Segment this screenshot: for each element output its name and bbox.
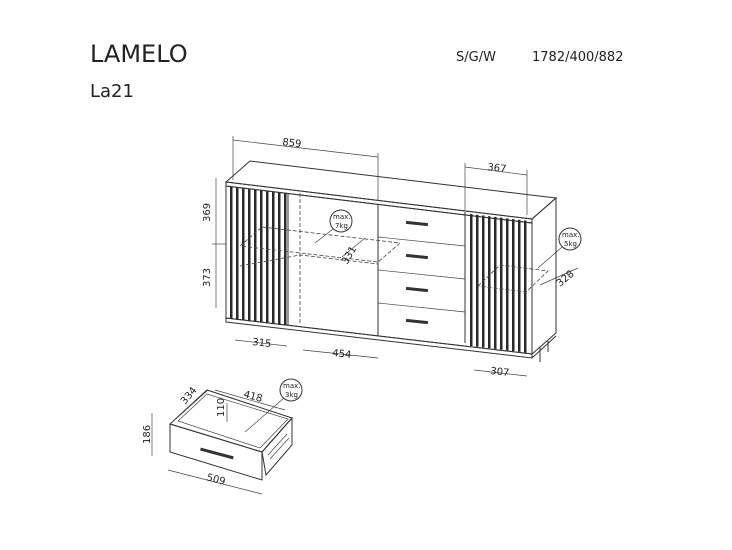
door-slat — [266, 191, 269, 324]
dim-315: 315 — [252, 337, 272, 350]
door-slat — [260, 190, 263, 323]
drawer-drawing: max. 3kg — [151, 378, 303, 495]
door-slat — [500, 217, 503, 350]
door-slat — [272, 192, 275, 325]
door-slat — [248, 189, 251, 322]
door-slat — [488, 216, 491, 349]
cabinet-drawing: max. 7kg max. 5kg — [224, 160, 582, 362]
product-title: LAMELO — [90, 40, 188, 68]
dim-454: 454 — [332, 348, 352, 361]
dim-373: 373 — [202, 268, 213, 287]
dim-110: 110 — [216, 398, 227, 417]
dim-367: 367 — [487, 162, 507, 175]
dim-331: 331 — [340, 244, 359, 266]
door-slat — [506, 218, 509, 351]
load-badge-right-shelf — [558, 227, 582, 251]
door-slat — [476, 214, 479, 347]
door-slat — [254, 189, 257, 322]
dim-369: 369 — [202, 203, 213, 222]
svg-text:7kg: 7kg — [335, 222, 348, 230]
load-badge-drawer — [279, 378, 303, 402]
overall-dimensions: 1782/400/882 — [532, 50, 623, 65]
door-slat — [512, 219, 515, 352]
dim-186: 186 — [142, 425, 153, 444]
door-slat — [518, 219, 521, 352]
svg-text:3kg: 3kg — [285, 391, 298, 399]
svg-text:max.: max. — [333, 213, 350, 221]
door-slat — [284, 193, 287, 326]
dim-509: 509 — [205, 472, 226, 488]
door-slat — [242, 188, 245, 321]
door-slat — [236, 187, 239, 320]
svg-text:max.: max. — [562, 231, 579, 239]
dim-307: 307 — [490, 366, 510, 379]
door-slat — [470, 214, 473, 346]
dim-328: 328 — [555, 269, 577, 290]
dim-859: 859 — [282, 137, 302, 150]
load-badge-mid-shelf — [329, 209, 353, 233]
dim-418: 418 — [242, 389, 263, 405]
door-slat — [230, 187, 233, 319]
svg-text:5kg: 5kg — [564, 240, 577, 248]
door-slat — [494, 216, 497, 349]
door-slat — [524, 220, 527, 353]
model-code: La21 — [90, 81, 134, 102]
dimension-lines — [212, 136, 579, 377]
svg-text:max.: max. — [283, 382, 300, 390]
finish-code: S/G/W — [456, 50, 496, 65]
